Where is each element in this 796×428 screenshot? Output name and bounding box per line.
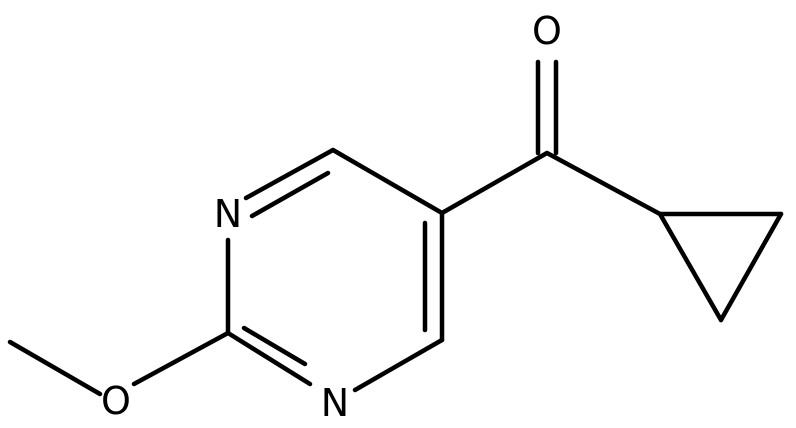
- bond-n3-c2-double: [225, 330, 313, 387]
- atom-label-methoxy-oxygen: O: [101, 379, 131, 423]
- bond-cyclopropyl-right: [718, 211, 784, 323]
- bond-c4-n3: [352, 337, 445, 393]
- atom-label-carbonyl-oxygen: O: [532, 9, 562, 53]
- bond-c5-carbonyl: [439, 150, 550, 216]
- bond-oxygen-c2: [131, 330, 231, 387]
- atom-label-n1: N: [214, 192, 242, 236]
- atom-label-n3: N: [321, 381, 349, 425]
- bond-cyclopropyl-left: [657, 211, 724, 323]
- bond-carbonyl-cyclopropyl: [544, 150, 663, 217]
- bond-n1-c6-double: [243, 147, 336, 201]
- bond-methyl-oxygen: [7, 339, 103, 397]
- bond-n1-c6-double-inner: [249, 170, 331, 219]
- bond-c6-c5: [330, 147, 445, 216]
- bond-n3-c2-double-inner: [241, 325, 308, 367]
